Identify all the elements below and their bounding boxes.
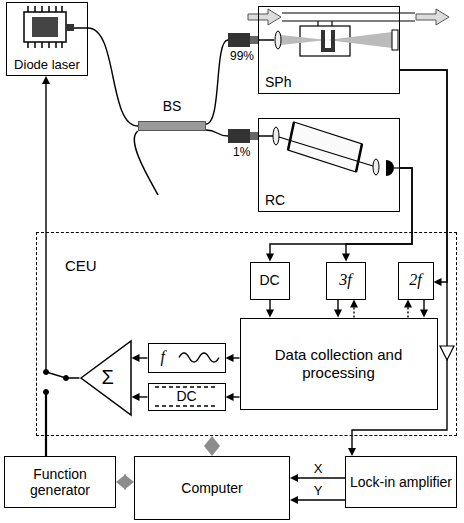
- arrow-head: [420, 310, 428, 318]
- process-box: 3f: [326, 262, 366, 300]
- connector-line: [139, 357, 148, 358]
- beam-splitter: BS: [138, 98, 206, 134]
- symbol-stroke: [155, 387, 218, 406]
- signal-connector: [42, 76, 80, 378]
- rc-optics: [228, 122, 400, 176]
- arrow-head: [42, 76, 50, 84]
- arrow-head: [266, 254, 274, 262]
- arrow-head: [132, 393, 140, 401]
- node-text: Function generator: [5, 466, 115, 498]
- arrow-head: [342, 254, 350, 262]
- arrow-head: [132, 354, 140, 362]
- node-text: RC: [265, 192, 285, 208]
- switch: [44, 370, 69, 457]
- arrow-head: [404, 300, 412, 308]
- node-text: f: [161, 348, 165, 366]
- signal-connector: [266, 300, 274, 318]
- symbol-stroke: [179, 353, 219, 362]
- connector-line: [139, 396, 148, 397]
- signal-connector: [342, 168, 412, 262]
- node-text: 3f: [339, 271, 351, 289]
- node-text: CEU: [65, 257, 97, 274]
- arrow-head: [204, 436, 220, 446]
- connector-line: [269, 300, 270, 311]
- arrow-head: [226, 393, 234, 401]
- signal-connector: [400, 70, 447, 286]
- fiber-ratio-label: 99%: [230, 50, 254, 64]
- node-text: Diode laser: [14, 58, 80, 73]
- connector-line: [407, 307, 408, 318]
- arrow-head: [434, 278, 442, 286]
- arrow-head: [116, 474, 126, 490]
- signal-connector: [88, 28, 138, 126]
- feedback-connector: [350, 300, 358, 318]
- feedback-connector: [404, 300, 412, 318]
- connector-line: [423, 300, 424, 311]
- laser-chip: [24, 6, 88, 48]
- node-text: BS: [163, 98, 182, 114]
- process-box: Computer: [134, 456, 290, 520]
- node-text: DC: [259, 272, 279, 288]
- connector-line: [400, 70, 447, 282]
- connector-line: [233, 396, 240, 397]
- gas-flow: [248, 9, 449, 26]
- node-text: Data collection and processing: [269, 346, 409, 381]
- buffer-amplifier: [440, 346, 454, 360]
- node-text: DC: [176, 388, 196, 404]
- connector-line: [297, 477, 345, 478]
- node-text: Computer: [181, 480, 242, 496]
- connector-line: [206, 40, 258, 124]
- process-box: Function generator: [4, 456, 116, 508]
- arrow-head: [266, 310, 274, 318]
- offset-box: DC: [148, 383, 226, 411]
- process-box: Lock-in amplifier: [345, 456, 457, 508]
- process-box: 2f: [398, 262, 434, 300]
- bs-spare-fiber: [134, 131, 158, 195]
- node-text: SPh: [265, 74, 291, 90]
- signal-connector: [226, 354, 240, 362]
- fiber-ratio-label: 1%: [233, 146, 250, 160]
- signal-label: X: [312, 462, 325, 476]
- node-text: Lock-in amplifier: [350, 474, 452, 490]
- arrow-head: [290, 474, 298, 482]
- connector-line: [337, 300, 338, 311]
- arrow-head: [290, 496, 298, 504]
- signal-connector: [348, 70, 447, 456]
- signal-connector: [226, 393, 240, 401]
- signal-connector: [334, 300, 342, 318]
- arrow-head: [350, 300, 358, 308]
- signal-connector: [206, 40, 258, 124]
- summing-amplifier: Σ: [80, 340, 132, 416]
- control-unit: CEU DC 3f 2fData collection and processing f…: [36, 232, 457, 436]
- signal-connector: [420, 300, 428, 318]
- node-text: 2f: [409, 271, 421, 289]
- connector-line: [353, 307, 354, 318]
- connector-line: [233, 357, 240, 358]
- arrow-head: [348, 448, 356, 456]
- arrow-head: [204, 446, 220, 456]
- node-text: Σ: [102, 366, 114, 389]
- modulation-box: f: [148, 343, 226, 373]
- connector-line: [46, 83, 80, 378]
- process-box: Data collection and processing: [240, 318, 438, 410]
- signal-label: Y: [312, 484, 325, 498]
- sensor-box: SPh: [258, 6, 400, 94]
- connector-line: [297, 499, 345, 500]
- coupler-bar: [138, 121, 206, 131]
- signal-connector: [266, 168, 412, 262]
- arrow-head: [334, 310, 342, 318]
- signal-connector: [132, 393, 148, 401]
- data-link-arrow: [116, 474, 134, 490]
- reference-cell-box: RC: [258, 118, 400, 212]
- sine-symbol: [149, 344, 224, 371]
- symbol-stroke: [81, 341, 131, 415]
- arrow-head: [226, 354, 234, 362]
- process-box: DC: [250, 262, 290, 300]
- connector-line: [88, 28, 138, 126]
- laser-box: Diode laser: [6, 2, 88, 76]
- data-link-arrow: [204, 436, 220, 456]
- signal-connector: [132, 354, 148, 362]
